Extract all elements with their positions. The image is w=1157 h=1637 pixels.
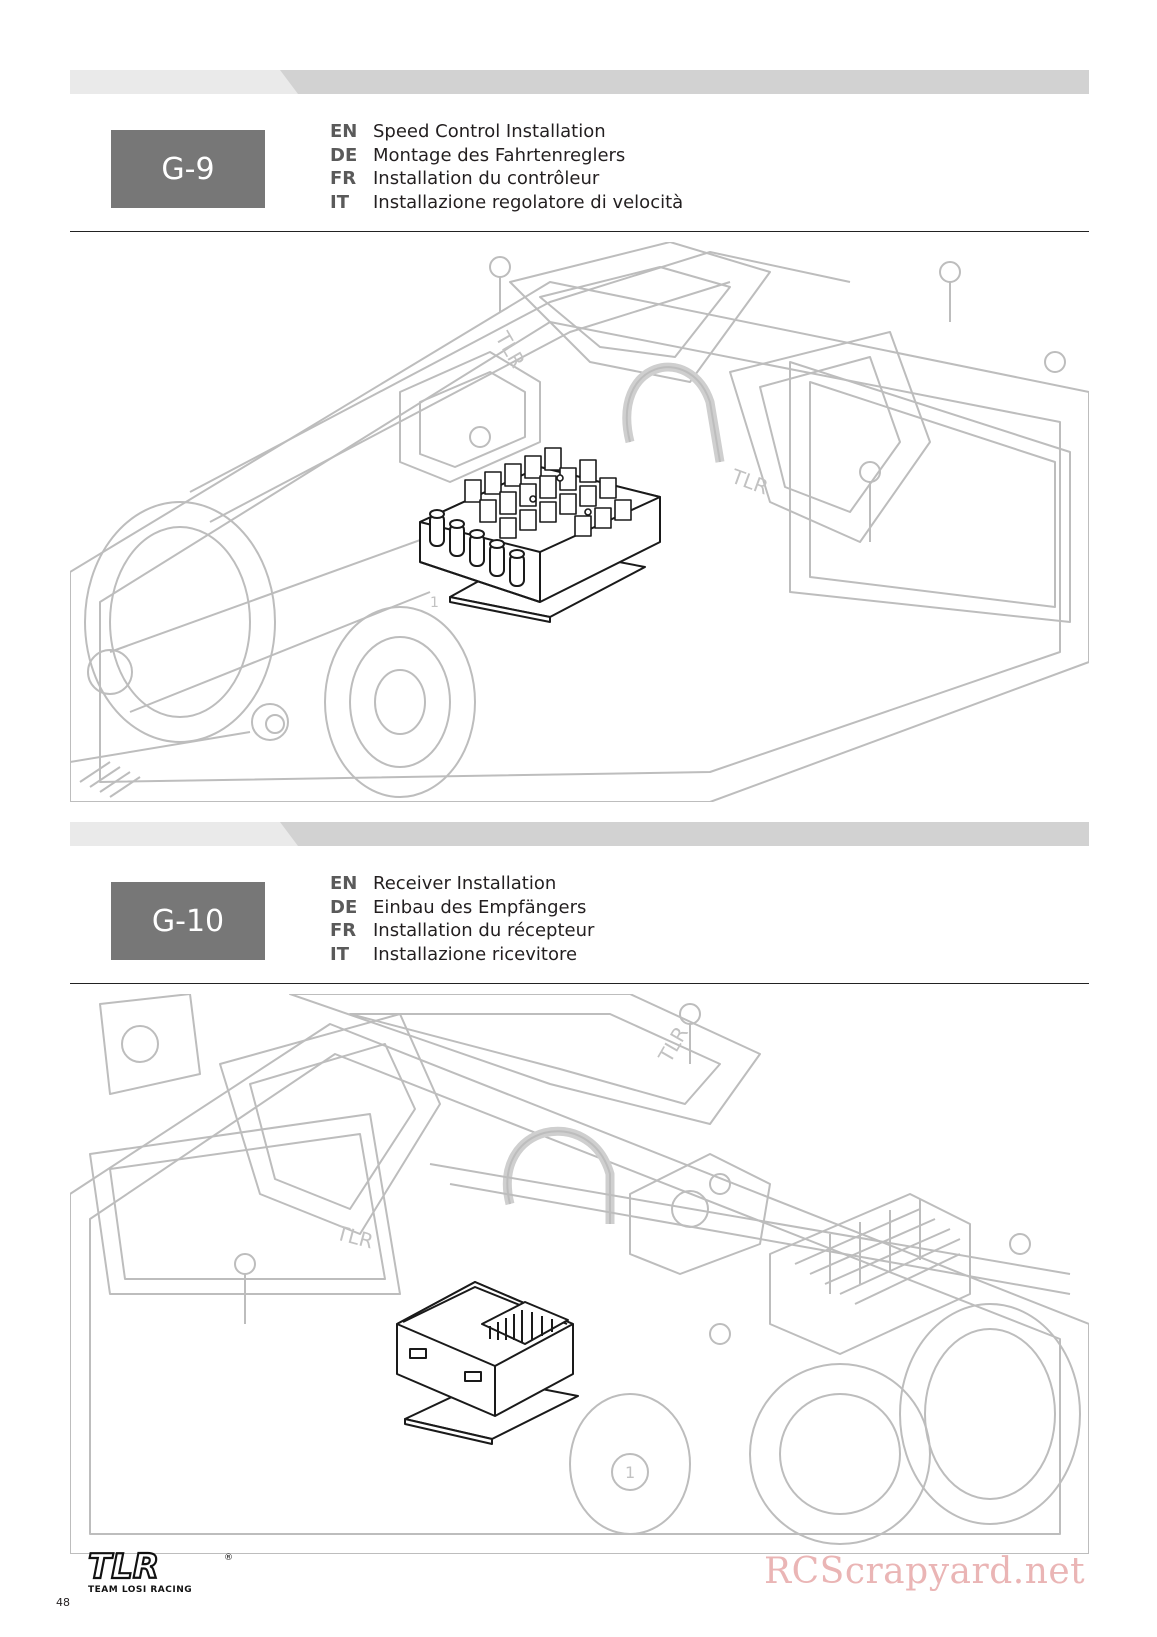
receiver-illustration: TLR TLR 1 (70, 994, 1089, 1554)
lang-code: DE (330, 896, 358, 918)
lang-code: FR (330, 920, 357, 941)
step-section-g10: G-10 EN Receiver Installation DE Einbau de… (70, 822, 1089, 1562)
tlr-logo: TLR ® TEAM LOSI RACING (87, 1548, 233, 1594)
title-line-fr: FR Installation du contrôleur (330, 167, 683, 191)
step-number-box: G-9 (111, 130, 265, 208)
receiver-unit (396, 1281, 579, 1445)
lang-code: IT (330, 191, 349, 213)
step-title-list: EN Speed Control Installation DE Montage d… (330, 120, 683, 214)
title-line-de: DE Einbau des Empfängers (330, 896, 594, 920)
lang-code: FR (330, 168, 357, 189)
section-header-bar (70, 70, 1089, 94)
page-number: 48 (56, 1596, 70, 1609)
step-number: G-9 (161, 151, 215, 187)
title-text: Speed Control Installation (373, 121, 606, 142)
logo-wordmark: TLR (88, 1548, 159, 1587)
lang-code: EN (330, 873, 358, 894)
title-text: Installation du récepteur (373, 920, 595, 941)
step-title-list: EN Receiver Installation DE Einbau des Emp… (330, 872, 594, 966)
title-text: Installazione regolatore di velocità (373, 191, 684, 213)
title-line-it: IT Installazione regolatore di velocità (330, 191, 683, 215)
chassis-brace-logo: TLR (490, 327, 530, 372)
title-text: Installazione ricevitore (373, 943, 578, 965)
logo-subtitle: TEAM LOSI RACING (88, 1585, 192, 1594)
lang-code: EN (330, 121, 358, 142)
section-header-bar (70, 822, 1089, 846)
speed-control-unit (419, 447, 661, 623)
step-section-g9: G-9 EN Speed Control Installation DE Monta… (70, 70, 1089, 810)
battery-brace-logo: TLR (333, 1220, 376, 1253)
watermark: RCScrapyard.net (764, 1551, 1086, 1592)
title-line-en: EN Speed Control Installation (330, 120, 683, 144)
title-text: Installation du contrôleur (373, 168, 600, 189)
title-line-en: EN Receiver Installation (330, 872, 594, 896)
lang-code: IT (330, 943, 349, 965)
chassis-brace-logo: TLR (653, 1022, 693, 1067)
title-line-de: DE Montage des Fahrtenreglers (330, 144, 683, 168)
battery-brace-logo: TLR (727, 464, 771, 500)
title-text: Einbau des Empfängers (373, 896, 587, 918)
registered-mark: ® (224, 1553, 233, 1563)
motor-label: 1 (625, 1463, 635, 1482)
step-number-box: G-10 (111, 882, 265, 960)
motor-label: 1 (430, 595, 439, 611)
section-divider (70, 983, 1089, 984)
step-number: G-10 (151, 903, 225, 939)
lang-code: DE (330, 144, 358, 166)
section-divider (70, 231, 1089, 232)
title-text: Montage des Fahrtenreglers (373, 144, 626, 166)
title-line-fr: FR Installation du récepteur (330, 919, 594, 943)
title-line-it: IT Installazione ricevitore (330, 943, 594, 967)
title-text: Receiver Installation (373, 873, 557, 894)
speed-control-illustration: TLR TLR 1 (70, 242, 1089, 802)
